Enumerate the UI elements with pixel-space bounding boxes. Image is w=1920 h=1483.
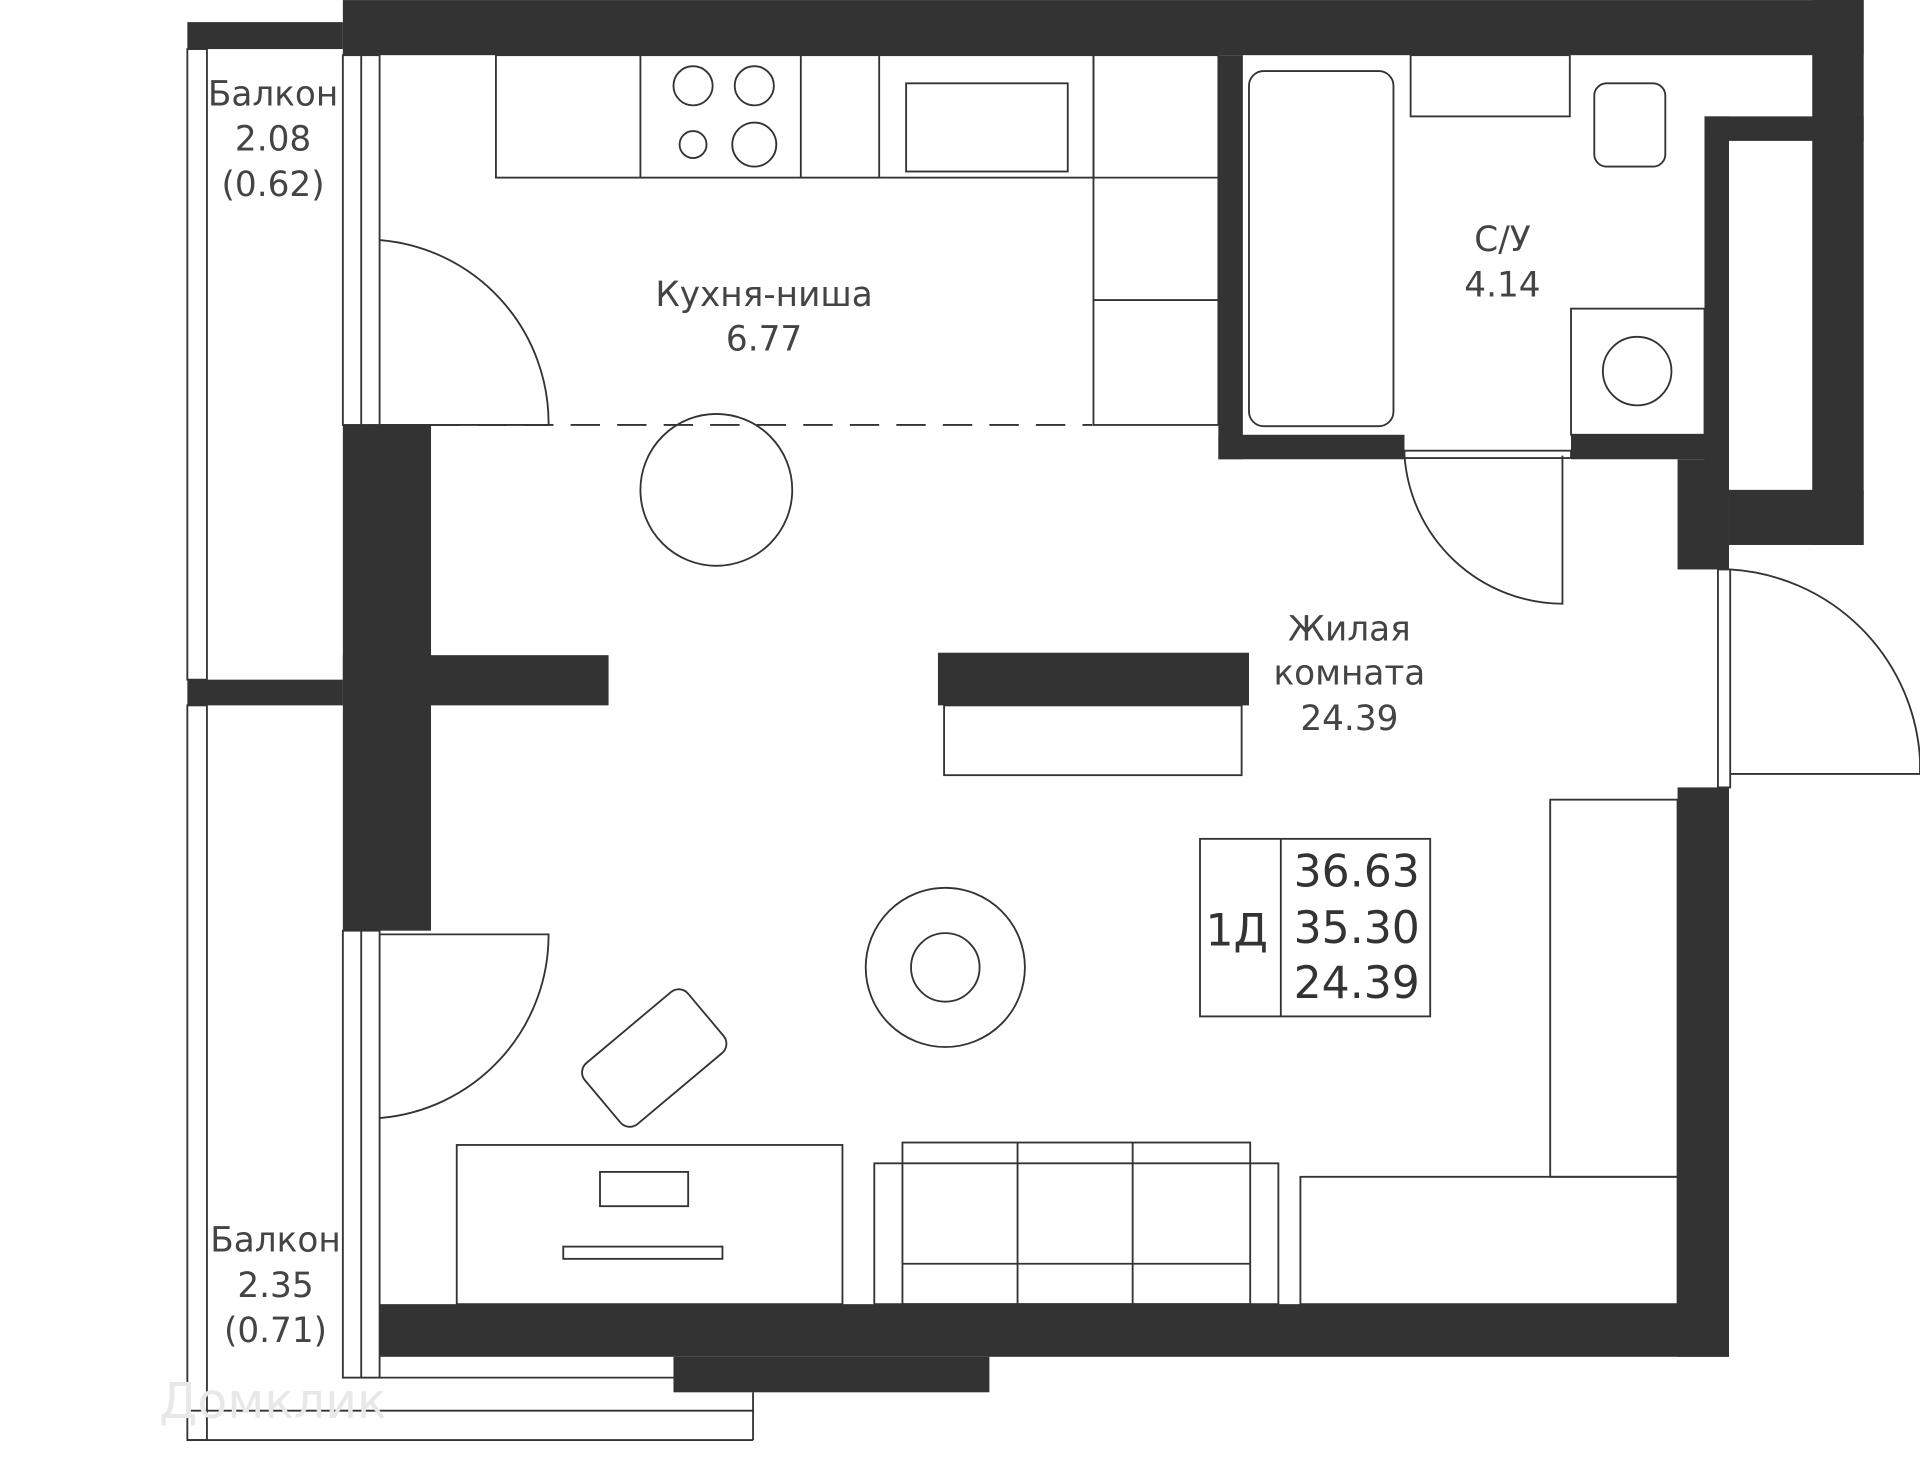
watermark: Домклик [159,1373,386,1430]
bathroom-area: 4.14 [1464,265,1540,305]
kitchen-area: 6.77 [726,319,802,359]
apartment-type: 1Д [1205,905,1267,956]
balcony1-label: Балкон [208,74,338,114]
bathroom-label: С/У [1474,220,1530,260]
kitchen-label: Кухня-ниша [655,275,872,315]
summary-box: 1Д 36.63 35.30 24.39 [1205,847,1419,1009]
balcony1-area: 2.08 [235,120,311,160]
balcony1-reduced: (0.62) [222,165,325,205]
balcony2-area: 2.35 [237,1266,313,1306]
room-labels: Балкон 2.08 (0.62) Кухня-ниша 6.77 С/У 4… [208,74,1541,1351]
living-total-area: 35.30 [1294,903,1420,954]
living-area-summary: 24.39 [1294,958,1420,1009]
balcony2-label: Балкон [210,1221,340,1261]
walls [187,0,1864,1393]
thin-lines [186,48,1920,1441]
balcony2-reduced: (0.71) [224,1311,327,1351]
living-label-2: комната [1273,654,1425,694]
total-area: 36.63 [1294,847,1420,898]
living-label-1: Жилая [1288,609,1411,649]
living-area: 24.39 [1300,699,1398,739]
